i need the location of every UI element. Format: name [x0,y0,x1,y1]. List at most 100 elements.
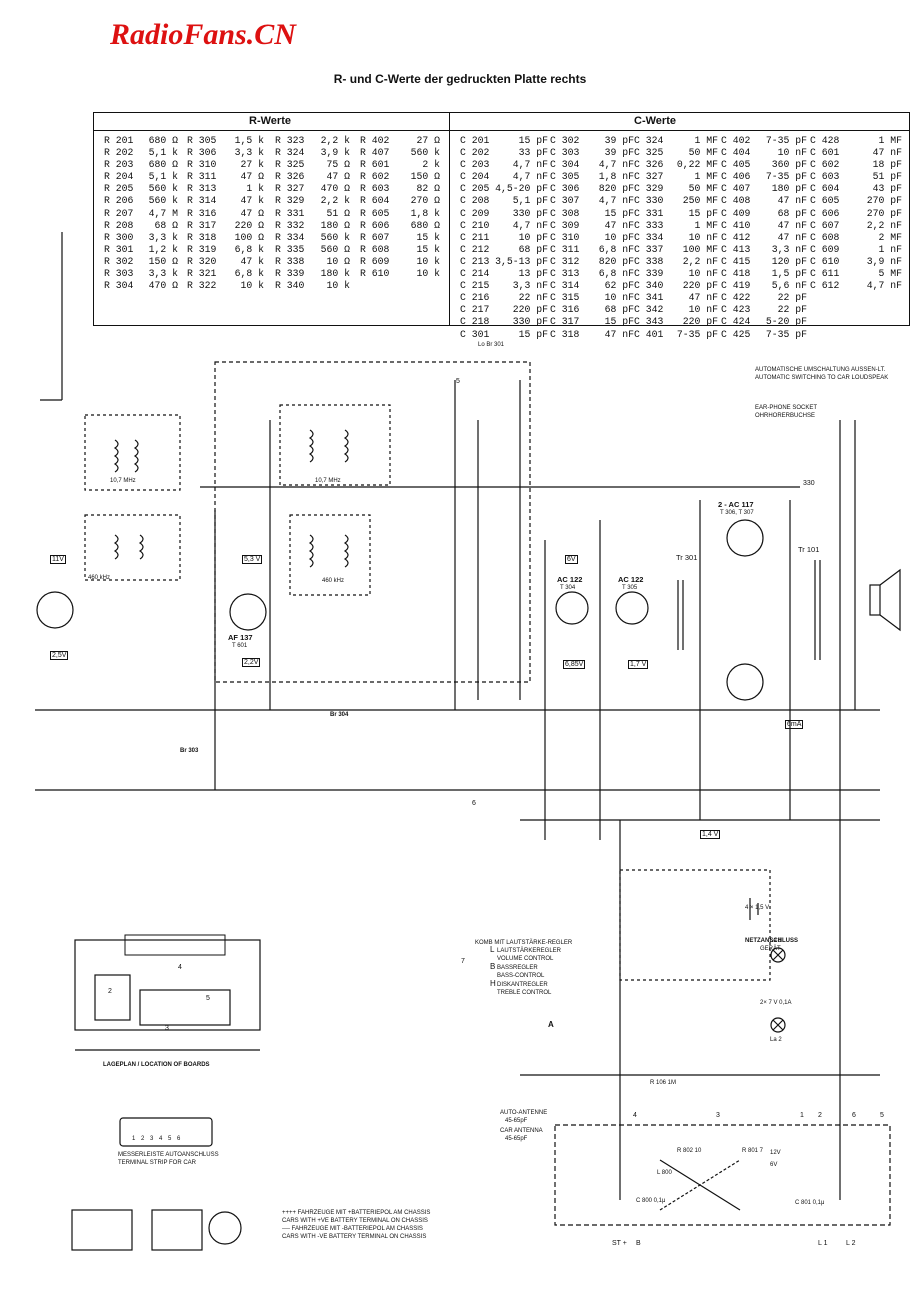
lobr-label: Lo Br 301 [478,342,505,348]
r-col-4-values: 27 Ω 560 k 2 k 150 Ω 82 Ω 270 Ω 1,8 k 68… [410,135,440,280]
khz460a-label: 460 kHz [88,575,111,581]
auto-antenne-cap: 45-65pF [505,1118,528,1124]
c-col-2-values: 39 pF 39 pF 4,7 nF 1,8 nF 820 pF 4,7 nF … [598,135,634,340]
br303-label: Br 303 [180,748,199,754]
values-table: R-Werte C-Werte R 201 R 202 R 203 R 204 … [93,112,910,340]
r-col-3-values: 2,2 k 3,9 k 75 Ω 47 Ω 470 Ω 2,2 k 51 Ω 1… [320,135,350,292]
pin-5: 5 [880,1112,884,1119]
r-col-4-ids: R 402 R 407 R 601 R 602 R 603 R 604 R 60… [360,135,390,280]
t306-label: T 306, T 307 [720,510,754,516]
lageplan-label: LAGEPLAN / LOCATION OF BOARDS [103,1062,210,1068]
lamp-label: 2× 7 V 0,1A [760,1000,792,1006]
tr301-label: Tr 301 [676,553,698,562]
khz460b-label: 460 kHz [322,578,345,584]
marker-h: H [490,979,496,988]
c-col-5-values: 1 MF 47 nF 18 pF 51 pF 43 pF 270 pF 270 … [866,135,902,292]
battery-label: 4 × 1,5 V [745,905,770,911]
pin-2: 2 [818,1112,822,1119]
r-col-2-values: 1,5 k 3,3 k 27 k 47 Ω 1 k 47 k 47 Ω 220 … [234,135,264,292]
board-5: 5 [206,995,210,1002]
c-col-2-ids: C 302 C 303 C 304 C 305 C 306 C 307 C 30… [550,135,580,340]
voltage-1-7v: 1,7 V [628,660,649,669]
pin-4: 4 [633,1112,637,1119]
cars-positive-de: ++++ FAHRZEUGE MIT +BATTERIEPOL AM CHASS… [282,1210,431,1216]
auto-switch-label: AUTOMATISCHE UMSCHALTUNG AUSSEN-LT. [755,367,886,373]
c801-label: C 801 0,1μ [795,1200,825,1206]
r-col-3-ids: R 323 R 324 R 325 R 326 R 327 R 329 R 33… [275,135,305,292]
la2-label: La 2 [770,1037,782,1043]
voltage-6-85v: 6,85V [563,660,586,669]
voltage-6v: 6V [565,555,578,564]
af137-label: AF 137 [228,633,253,642]
car-antenna-label: CAR ANTENNA [500,1128,543,1134]
af137-transistor [229,593,267,631]
pin-6: 6 [852,1112,856,1119]
messer-en-label: TERMINAL STRIP FOR CAR [118,1160,197,1166]
cars-negative-de: ---- FAHRZEUGE MIT -BATTERIEPOL AM CHASS… [282,1226,423,1232]
netz-label: NETZANSCHLUSS [745,938,799,944]
cars-negative-en: CARS WITH -VE BATTERY TERMINAL ON CHASSI… [282,1234,427,1240]
voltage-11v: 11V [50,555,66,564]
if-board-outline [214,361,531,683]
ac122-transistor-a [555,591,589,625]
r-table-header: R-Werte [249,115,291,127]
auto-switch-label-en: AUTOMATIC SWITCHING TO CAR LOUDSPEAK [755,375,889,381]
r801-label: R 801 7 [742,1148,764,1154]
r106-label: R 106 1M [650,1080,677,1086]
earphone-label-de: OHRHORERBUCHSE [755,413,816,419]
car-antenna-cap: 45-65pF [505,1136,528,1142]
c800-label: C 800 0,1μ [636,1198,666,1204]
ac117-transistor-bottom [726,663,764,701]
l800-label: L 800 [657,1170,672,1176]
board-3: 3 [165,1025,169,1032]
tp-7: 7 [461,958,465,965]
bass-en-label: BASS-CONTROL [497,973,545,979]
t305-label: T 305 [622,585,638,591]
komb-label: KOMB MIT LAUTSTÄRKE-REGLER [475,940,573,946]
car-adapter-outline [554,1124,891,1226]
vol-en-label: VOLUME CONTROL [497,956,554,962]
node-330: 330 [803,480,815,487]
current-6ma: 6mA [785,720,804,729]
pin-3: 3 [716,1112,720,1119]
vol-de-label: LAUTSTÄRKEREGLER [497,948,562,954]
r-col-1-values: 680 Ω 5,1 k 680 Ω 5,1 k 560 k 560 k 4,7 … [148,135,178,292]
earphone-label: EAR-PHONE SOCKET [755,405,818,411]
c-col-5-ids: C 428 C 601 C 602 C 603 C 604 C 605 C 60… [810,135,840,292]
watermark-logo: RadioFans.CN [110,18,296,51]
t304-label: T 304 [560,585,576,591]
voltage-5-3v: 5,3 V [242,555,263,564]
treb-de-label: DISKANTREGLER [497,982,548,988]
marker-l: L [490,945,495,954]
voltage-2-5v: 2,5V [50,651,69,660]
tp-6: 6 [472,800,476,807]
r802-label: R 802 10 [677,1148,702,1154]
tr101-label: Tr 101 [798,545,820,554]
page-title: R- und C-Werte der gedruckten Platte rec… [333,72,587,86]
c-col-3-ids: C 324 C 325 C 326 C 327 C 329 C 330 C 33… [634,135,664,340]
strip-pins: 1 2 3 4 5 6 [132,1136,183,1142]
marker-b: B [490,962,496,971]
terminal-l2: L 2 [846,1240,856,1247]
board-4: 4 [178,964,182,971]
mhz107a-label: 10,7 MHz [110,478,136,484]
pin-1: 1 [800,1112,804,1119]
table-header-rule [94,130,909,131]
c-col-4-ids: C 402 C 404 C 405 C 406 C 407 C 408 C 40… [721,135,751,340]
r-col-2-ids: R 305 R 306 R 310 R 311 R 313 R 314 R 31… [187,135,217,292]
terminal-b: B [636,1240,641,1247]
la1-label: La 1 [770,938,782,944]
v6-switch-label: 6V [770,1162,778,1168]
auto-antenne-label: AUTO-ANTENNE [500,1110,548,1116]
ac117-label: 2 - AC 117 [718,500,754,509]
br304-label: Br 304 [330,712,349,718]
bass-de-label: BASSREGLER [497,965,538,971]
cars-positive-en: CARS WITH +VE BATTERY TERMINAL ON CHASSI… [282,1218,428,1224]
c-col-4-values: 7-35 pF 10 nF 360 pF 7-35 pF 180 pF 47 n… [765,135,807,340]
t601-label: T 601 [232,643,248,649]
c-col-1-values: 15 pF 33 pF 4,7 nF 4,7 nF 4,5-20 pF 5,1 … [495,135,548,340]
ac122b-label: AC 122 [618,575,644,584]
netz2-label: GERÄT [760,946,781,952]
v12-label: 12V [770,1150,781,1156]
